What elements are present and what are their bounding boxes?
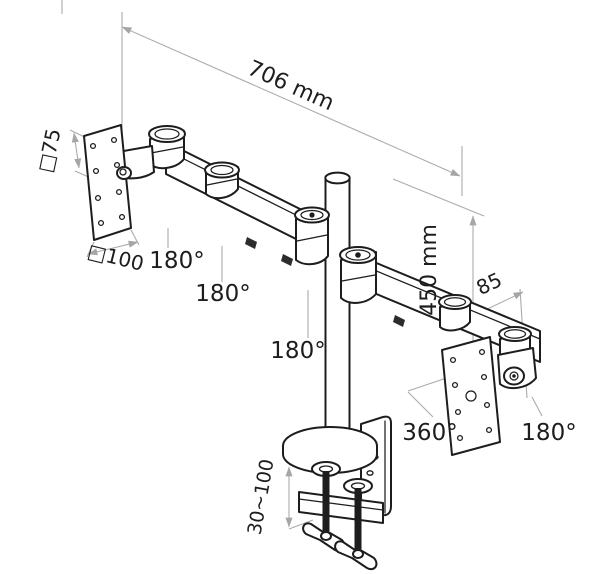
cable-clip [281,254,293,266]
clamp-screw-1 [322,471,330,532]
ext-line-height-top [392,178,485,217]
rotation-left-elbow-label: 180° [195,281,250,307]
dim-line-vesa75 [71,132,82,169]
pole [324,171,351,443]
dim-line-vesa100 [87,240,139,256]
lower-arm-elbow-joint [438,294,472,332]
head-offset-label: 85 [472,267,505,300]
rotation-pole-joint-label: 180° [270,338,325,364]
cable-clip [393,315,405,327]
clamp-screw-2 [354,488,362,550]
left-arm-hub [148,125,186,170]
clamp-washers [311,461,373,494]
leader-right-head [531,396,543,417]
pole-clamp-upper [294,206,330,266]
left-vesa-plate [83,124,132,241]
clamp-range-label: 30~100 [244,457,279,536]
right-head-knuckle [497,347,537,390]
ext-line-clamp-bottom [288,519,314,530]
rotation-pole-label: 360° [402,420,457,446]
rotation-left-head-label: 180° [149,248,204,274]
product-drawing [83,124,541,571]
desk-clamp [282,415,392,571]
wing-knob-2 [334,540,378,571]
vesa-100-label: □100 [85,239,146,276]
arm-span-label: 706 mm [244,56,338,116]
pole-height-label: 450 mm [417,224,442,316]
dim-line-arm-span [121,26,461,177]
rotation-right-head-label: 180° [521,420,576,446]
right-vesa-plate [441,336,501,456]
leader-pole-rotation [407,391,434,418]
upper-arm-elbow-joint [204,161,240,200]
cable-clip [245,237,257,249]
vesa-75-label: □75 [33,126,66,174]
pole-clamp-lower [339,246,377,304]
